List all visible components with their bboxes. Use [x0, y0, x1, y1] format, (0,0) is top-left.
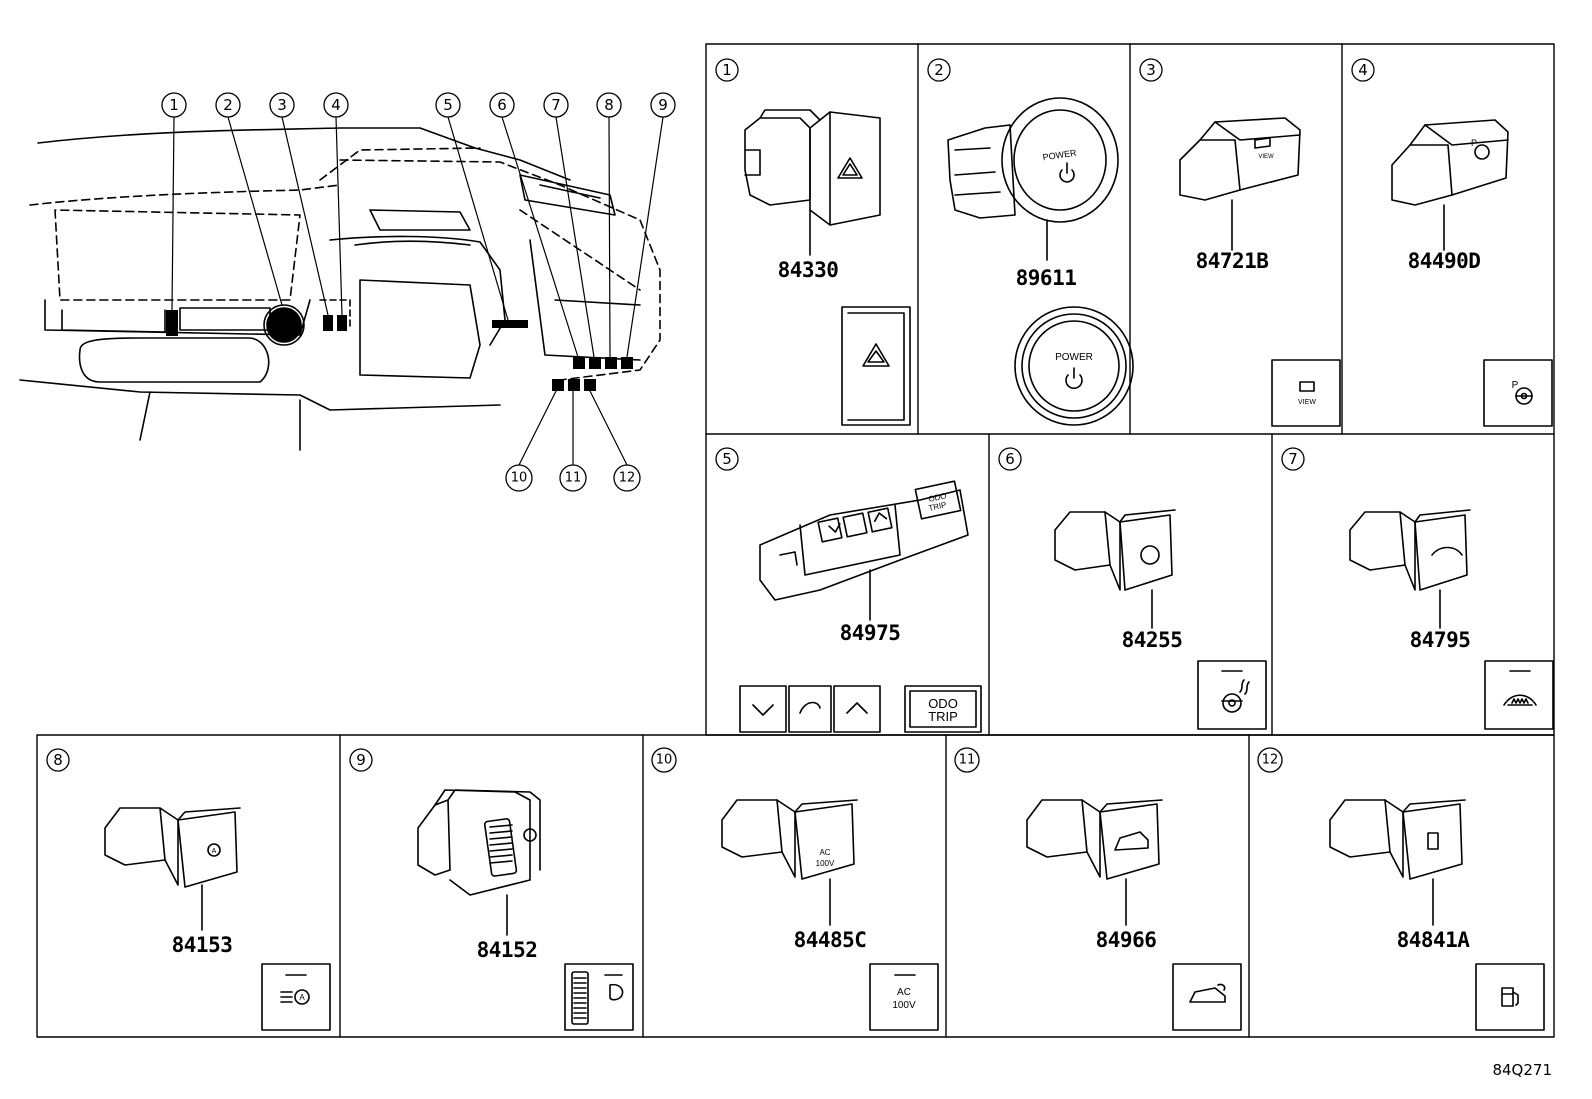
dash-callouts [161, 92, 676, 492]
dash-callout-6: 6 [497, 96, 507, 114]
power-label-3d: POWER [1042, 148, 1078, 163]
part-number-84485c: 84485C [794, 928, 867, 952]
100v-label-icon: 100V [892, 1000, 916, 1011]
panel-number-8: 8 [53, 751, 63, 769]
windshield-deicer-icon [1503, 694, 1537, 706]
parking-label-3d: P [1471, 138, 1477, 148]
ac-label-icon: AC [897, 987, 911, 998]
auto-high-beam-icon [207, 843, 221, 857]
dash-callout-3: 3 [277, 96, 287, 114]
headlamp-leveling-icon [609, 983, 624, 1001]
power-icon [1059, 169, 1075, 183]
panel-power-switch [947, 97, 1134, 426]
part-number-84841a: 84841A [1397, 928, 1471, 952]
dash-callout-8: 8 [604, 96, 614, 114]
parking-assist-icon [1474, 144, 1490, 160]
dash-callout-4: 4 [331, 96, 341, 114]
power-back-door-icon [1189, 987, 1226, 1003]
panel-meter-switch [739, 480, 982, 733]
panel-auto-high-beam-switch [104, 807, 331, 1031]
trip-label-3d: TRIP [928, 500, 948, 513]
diagram-reference-code: 84Q271 [1492, 1061, 1552, 1079]
panel-deicer-switch [1349, 509, 1554, 730]
grid-frame [36, 43, 1555, 1038]
dashboard-overview [19, 127, 661, 451]
panel-parking-switch [1391, 119, 1553, 427]
auto-high-beam-icon [294, 989, 310, 1005]
power-back-door-icon [1114, 831, 1149, 851]
parking-label-icon: P [1512, 380, 1519, 391]
dash-callout-2: 2 [223, 96, 233, 114]
panel-number-3: 3 [1146, 61, 1156, 79]
view-label-3d: VIEW [1258, 154, 1274, 160]
part-number-84490d: 84490D [1408, 249, 1481, 273]
odo-label-icon: ODO [928, 696, 958, 711]
panel-fuel-door-switch [1329, 799, 1545, 1031]
fuel-door-icon [1427, 832, 1439, 850]
camera-view-icon [1299, 381, 1315, 392]
steering-heater-icon [1222, 693, 1242, 713]
steering-heater-icon [1140, 545, 1160, 565]
part-number-84795: 84795 [1410, 628, 1471, 652]
panel-number-10: 10 [656, 753, 673, 768]
panel-ac-outlet-switch [721, 799, 939, 1031]
panel-number-12: 12 [1262, 753, 1279, 768]
panel-number-4: 4 [1358, 61, 1368, 79]
auto-high-beam-label-icon: A [299, 993, 305, 1002]
dash-callout-9: 9 [658, 96, 668, 114]
camera-view-icon [1254, 137, 1271, 149]
part-number-89611: 89611 [1016, 266, 1077, 290]
windshield-deicer-icon [1431, 546, 1463, 556]
panel-headlamp-leveling-switch [417, 789, 634, 1031]
panel-number-9: 9 [356, 751, 366, 769]
panel-number-1: 1 [722, 61, 732, 79]
100v-label-3d: 100V [816, 859, 835, 868]
panel-number-5: 5 [722, 450, 732, 468]
dash-callout-11: 11 [565, 471, 582, 486]
meter-brightness-icon [799, 701, 821, 714]
dash-callout-10: 10 [511, 471, 528, 486]
fuel-door-icon [1501, 987, 1514, 1007]
dash-callout-7: 7 [551, 96, 561, 114]
ac-label-3d: AC [819, 848, 830, 857]
power-label-icon: POWER [1055, 352, 1093, 363]
dash-callout-5: 5 [443, 96, 453, 114]
panel-number-2: 2 [934, 61, 944, 79]
switch-markers [166, 310, 633, 391]
part-number-84975: 84975 [840, 621, 901, 645]
part-number-84255: 84255 [1122, 628, 1183, 652]
part-number-84966: 84966 [1096, 928, 1157, 952]
auto-high-beam-label-3d: A [212, 848, 217, 855]
dash-callout-12: 12 [619, 471, 636, 486]
dash-callout-1: 1 [169, 96, 179, 114]
view-label-icon: VIEW [1298, 399, 1316, 406]
panel-number-11: 11 [959, 753, 976, 768]
power-icon [1065, 374, 1083, 390]
part-number-84152: 84152 [477, 938, 538, 962]
leader-lines [171, 116, 664, 466]
panel-callouts [46, 58, 1375, 773]
hazard-icon [837, 157, 863, 179]
panel-back-door-switch [1026, 799, 1242, 1031]
panel-view-switch [1179, 117, 1341, 427]
panel-hazard-switch [744, 109, 911, 426]
part-number-84153: 84153 [172, 933, 233, 957]
trip-label-icon: TRIP [928, 709, 958, 724]
panel-number-6: 6 [1005, 450, 1015, 468]
power-switch-marker [266, 307, 302, 343]
hazard-icon [862, 343, 890, 367]
panel-number-7: 7 [1288, 450, 1298, 468]
headlamp-leveling-icon [523, 828, 537, 842]
odo-label-3d: ODO [928, 491, 948, 504]
part-number-84330: 84330 [778, 258, 839, 282]
part-number-84721b: 84721B [1196, 249, 1269, 273]
panel-steering-heater-switch [1054, 509, 1267, 730]
